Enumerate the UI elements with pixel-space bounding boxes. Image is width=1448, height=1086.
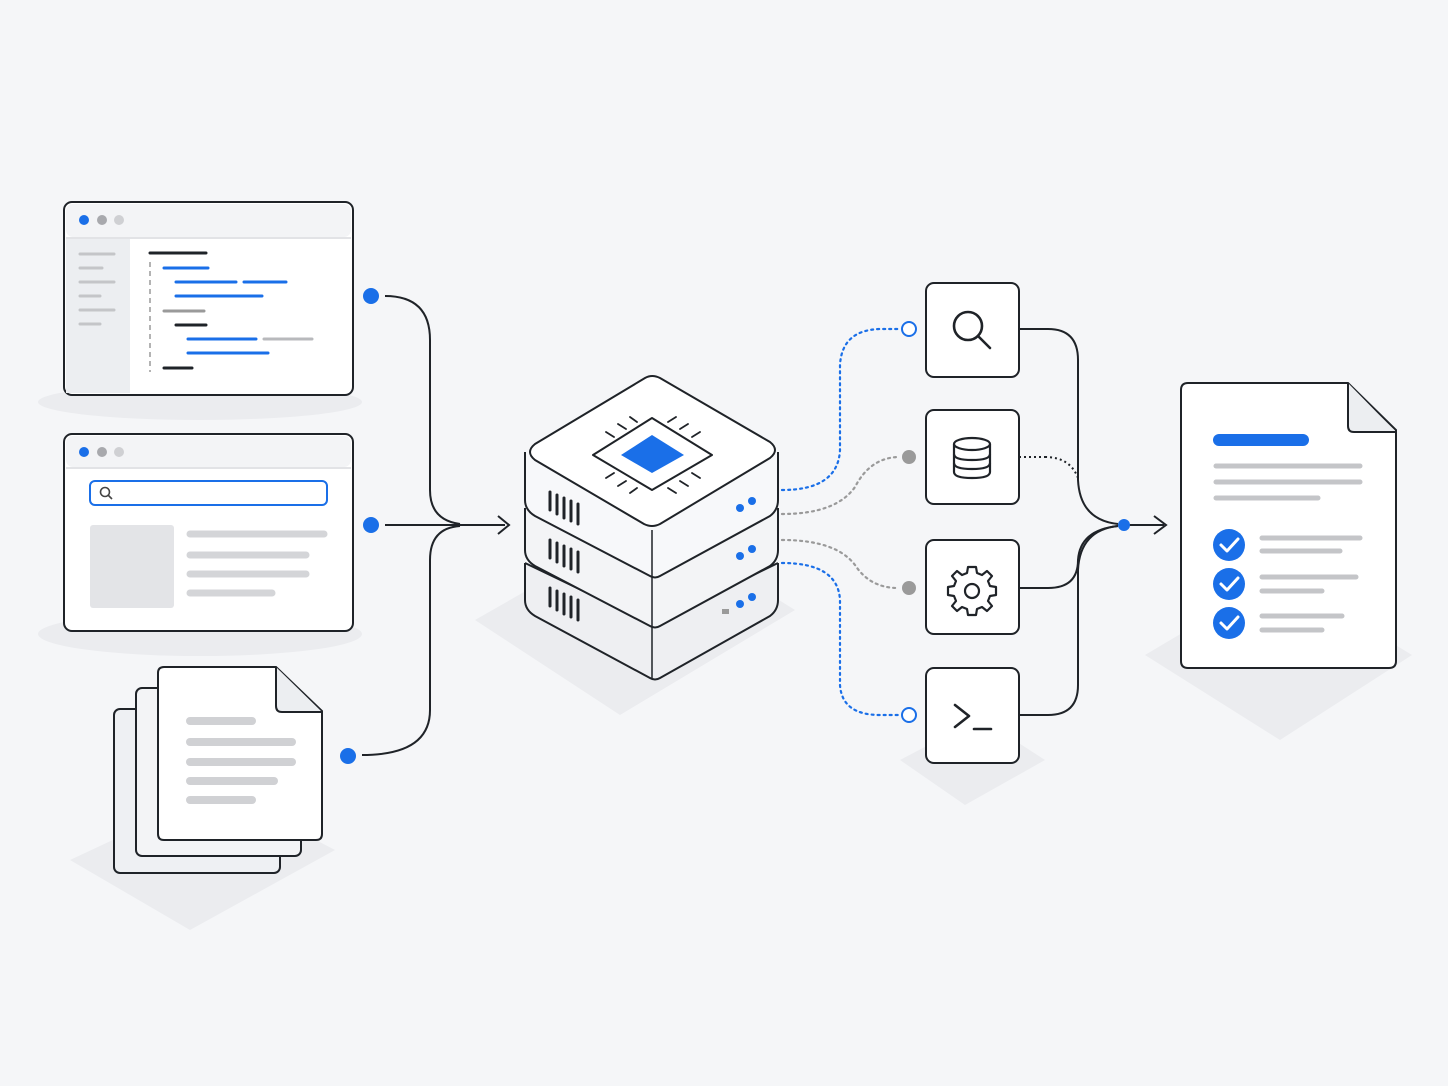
search-input[interactable] bbox=[89, 480, 328, 506]
window-dot-gray-icon[interactable] bbox=[97, 215, 107, 225]
search-tool[interactable] bbox=[925, 282, 1020, 378]
check-circle-icon bbox=[1213, 529, 1245, 561]
connector-node-icon[interactable] bbox=[363, 517, 379, 533]
checklist-item[interactable] bbox=[1213, 529, 1245, 561]
database-icon bbox=[952, 436, 992, 480]
search-icon bbox=[99, 486, 113, 500]
terminal-icon bbox=[953, 703, 993, 731]
connector-port-icon[interactable] bbox=[901, 707, 917, 723]
window-dot-light-icon[interactable] bbox=[114, 215, 124, 225]
result-lines bbox=[186, 530, 328, 597]
image-placeholder bbox=[90, 525, 174, 608]
output-connectors bbox=[1019, 328, 1168, 716]
server-vents bbox=[548, 490, 580, 622]
gear-icon bbox=[946, 565, 998, 617]
database-tool[interactable] bbox=[925, 409, 1020, 505]
check-circle-icon bbox=[1213, 607, 1245, 639]
connector-node-icon[interactable] bbox=[340, 748, 356, 764]
connector-port-icon[interactable] bbox=[902, 450, 916, 464]
checklist-item[interactable] bbox=[1213, 607, 1245, 639]
code-lines bbox=[148, 251, 314, 370]
input-connectors bbox=[361, 295, 511, 756]
window-dot-gray-icon[interactable] bbox=[97, 447, 107, 457]
server-status-leds bbox=[722, 497, 756, 614]
checklist-item[interactable] bbox=[1213, 568, 1245, 600]
connector-port-icon[interactable] bbox=[901, 321, 917, 337]
cpu-chip-icon bbox=[592, 416, 713, 494]
window-dot-light-icon[interactable] bbox=[114, 447, 124, 457]
settings-tool[interactable] bbox=[925, 539, 1020, 635]
tool-connectors bbox=[780, 327, 900, 717]
file-tree-lines bbox=[78, 252, 116, 326]
document-stack bbox=[113, 666, 323, 874]
search-browser-window bbox=[63, 433, 354, 632]
merge-node-icon[interactable] bbox=[1118, 519, 1130, 531]
connector-node-icon[interactable] bbox=[363, 288, 379, 304]
window-dot-blue-icon[interactable] bbox=[79, 215, 89, 225]
output-document bbox=[1180, 382, 1397, 669]
window-dot-blue-icon[interactable] bbox=[79, 447, 89, 457]
terminal-tool[interactable] bbox=[925, 667, 1020, 764]
code-editor-window bbox=[63, 201, 354, 396]
magnifier-icon bbox=[952, 310, 992, 350]
connector-port-icon[interactable] bbox=[902, 581, 916, 595]
check-circle-icon bbox=[1213, 568, 1245, 600]
